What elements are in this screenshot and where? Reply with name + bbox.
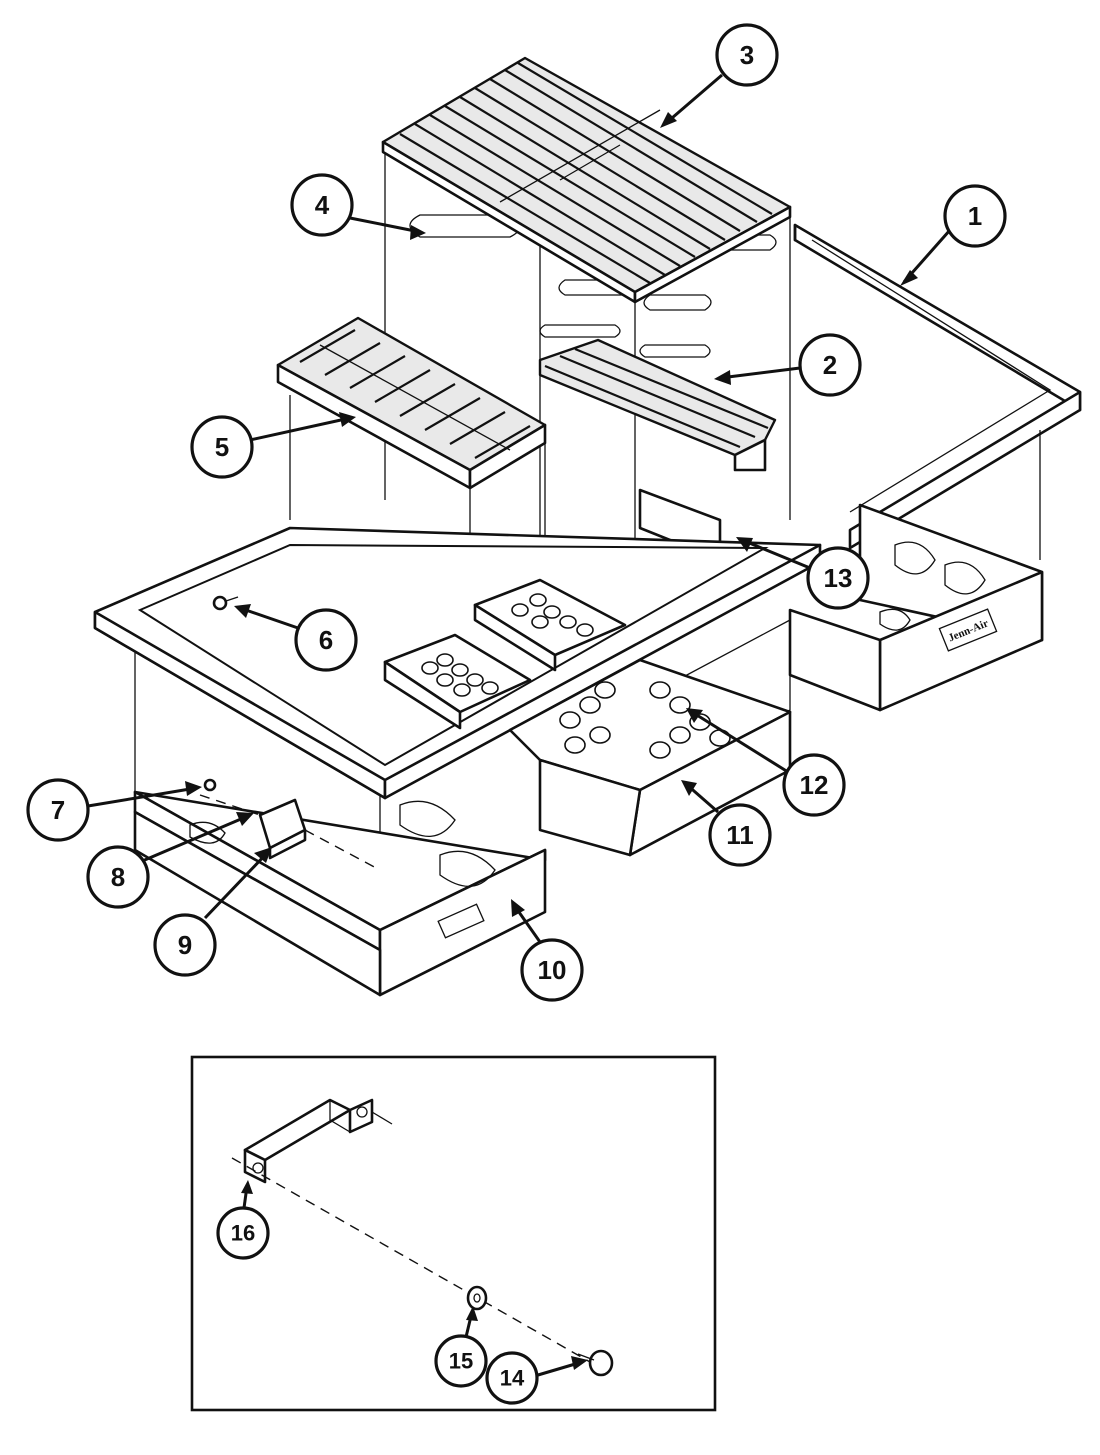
svg-text:7: 7 [51, 795, 65, 825]
callout-7: 7 [26, 778, 202, 842]
callout-6: 6 [234, 604, 358, 672]
callout-16: 16 [216, 1180, 270, 1260]
callout-10: 10 [511, 899, 584, 1002]
rock-tray-center [473, 578, 627, 672]
right-frame-part: Jenn-Air [788, 223, 1082, 712]
callout-4: 4 [290, 173, 426, 240]
screw-6 [212, 595, 239, 611]
grille-part [276, 316, 547, 490]
callout-2: 2 [714, 333, 862, 397]
svg-text:15: 15 [449, 1349, 473, 1374]
svg-text:10: 10 [538, 955, 567, 985]
callout-1: 1 [900, 184, 1007, 286]
callout-11: 11 [681, 780, 772, 867]
svg-text:5: 5 [215, 432, 229, 462]
callout-8: 8 [86, 812, 254, 909]
callout-9: 9 [153, 847, 272, 977]
svg-text:16: 16 [231, 1221, 255, 1246]
svg-text:1: 1 [968, 201, 982, 231]
small-grate-part [538, 338, 777, 472]
rock-tray-left [383, 633, 532, 730]
svg-text:11: 11 [726, 820, 754, 850]
svg-text:13: 13 [824, 563, 853, 593]
screw-7 [203, 778, 217, 792]
grill-grate-part [381, 56, 792, 304]
callout-13: 13 [736, 537, 870, 610]
svg-text:2: 2 [823, 350, 837, 380]
callout-5: 5 [190, 412, 356, 479]
svg-text:4: 4 [315, 190, 330, 220]
callout-12: 12 [686, 708, 846, 817]
drip-pan-part [133, 790, 547, 997]
detail-inset [190, 1055, 717, 1412]
svg-text:12: 12 [800, 770, 829, 800]
callout-15: 15 [434, 1306, 488, 1388]
svg-text:3: 3 [740, 40, 754, 70]
callout-14: 14 [485, 1351, 588, 1405]
rock-tray-lower [508, 658, 792, 857]
callout-3: 3 [660, 23, 779, 128]
svg-text:9: 9 [178, 930, 192, 960]
svg-text:14: 14 [500, 1366, 525, 1391]
svg-text:8: 8 [111, 862, 125, 892]
svg-text:6: 6 [319, 625, 333, 655]
